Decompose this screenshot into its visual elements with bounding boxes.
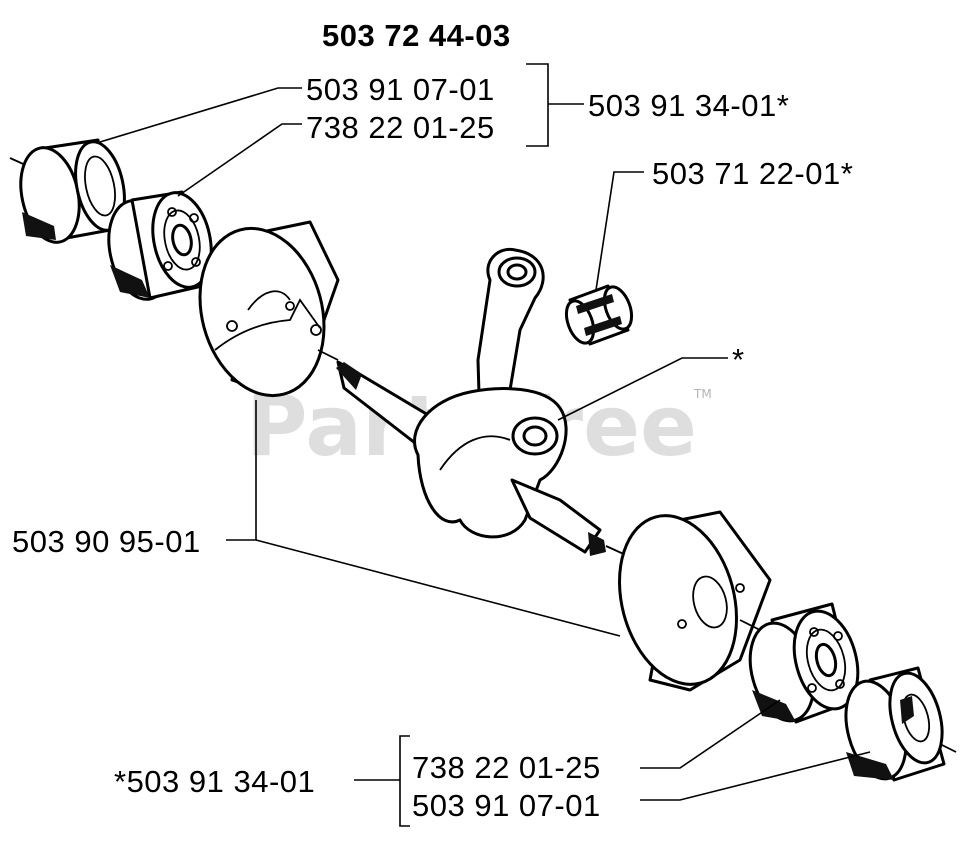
needle-bearing[interactable] [561,283,637,347]
watermark-tm: TM [693,387,712,401]
needle-bearing-label[interactable]: 503 71 22-01* [652,156,853,191]
crank-half-right[interactable] [602,502,772,697]
seal-top[interactable] [9,137,132,248]
bearing-top-label[interactable]: 738 22 01-25 [306,110,495,145]
part-labels: 503 72 44-03 503 91 07-01 738 22 01-25 5… [12,18,853,823]
bearing-top[interactable] [100,187,219,305]
seal-bottom-label[interactable]: 503 91 07-01 [412,788,601,823]
crankshaft-marker-label[interactable]: * [732,342,745,377]
kit-bottom-label[interactable]: *503 91 34-01 [114,764,315,799]
seal-top-label[interactable]: 503 91 07-01 [306,72,495,107]
assembly-number-label: 503 72 44-03 [322,18,511,53]
leader-lines [99,63,871,827]
kit-top-label[interactable]: 503 91 34-01* [588,88,789,123]
flywheel-halves-label[interactable]: 503 90 95-01 [12,524,201,559]
crank-half-left[interactable] [182,214,342,409]
bearing-bottom-label[interactable]: 738 22 01-25 [412,750,601,785]
bearing-bottom[interactable] [740,602,868,728]
